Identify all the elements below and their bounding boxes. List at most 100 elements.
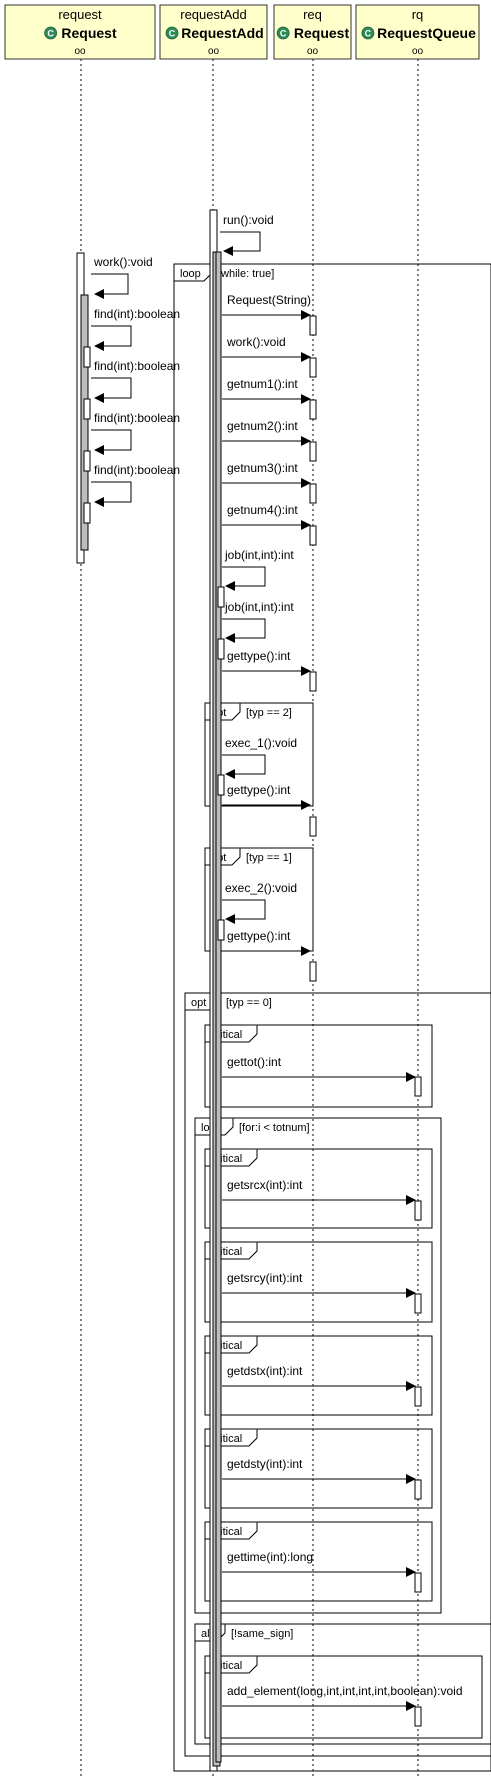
message-arrow: gettype():int bbox=[222, 783, 311, 810]
message-arrow: getsrcx(int):int bbox=[222, 1178, 416, 1205]
svg-text:C: C bbox=[169, 29, 176, 39]
fragment-guard: [for:i < totnum] bbox=[239, 1122, 310, 1134]
message-label: getdsty(int):int bbox=[227, 1457, 303, 1471]
fragment-guard: [!same_sign] bbox=[231, 1628, 293, 1640]
activation-bar bbox=[414, 1076, 422, 1097]
message-arrow: getdstx(int):int bbox=[222, 1364, 416, 1391]
fragments-layer: loop[while: true]opt[typ == 2]opt[typ ==… bbox=[173, 263, 491, 1772]
message-arrow: work():void bbox=[91, 255, 153, 299]
message-arrow: getsrcy(int):int bbox=[222, 1271, 416, 1298]
message-label: find(int):boolean bbox=[94, 463, 180, 477]
message-label: getsrcx(int):int bbox=[227, 1178, 303, 1192]
message-arrow: work():void bbox=[222, 335, 311, 362]
svg-text:C: C bbox=[47, 29, 54, 39]
message-label: find(int):boolean bbox=[94, 359, 180, 373]
activation-bar bbox=[309, 671, 317, 692]
activation-bar bbox=[309, 441, 317, 462]
activation-bar bbox=[217, 774, 225, 796]
lifeline-instance-name: rq bbox=[412, 7, 424, 22]
activation-bar bbox=[414, 1706, 422, 1727]
message-label: add_element(long,int,int,int,int,boolean… bbox=[227, 1684, 463, 1698]
lifeline-class-name: RequestQueue bbox=[377, 25, 476, 41]
message-label: gettime(int):long bbox=[227, 1550, 313, 1564]
message-arrow: exec_2():void bbox=[222, 881, 297, 924]
activation-bar bbox=[217, 638, 225, 660]
message-label: gettype():int bbox=[227, 929, 291, 943]
message-label: gettot():int bbox=[227, 1055, 282, 1069]
activation-bar bbox=[414, 1572, 422, 1593]
fragment-guard: [typ == 1] bbox=[246, 852, 292, 864]
message-arrow: run():void bbox=[220, 213, 274, 256]
message-label: getnum3():int bbox=[227, 461, 298, 475]
message-arrow: getnum3():int bbox=[222, 461, 311, 488]
message-arrow: gettype():int bbox=[222, 649, 311, 676]
message-arrow: find(int):boolean bbox=[91, 307, 180, 351]
lifeline-marker: oo bbox=[74, 46, 86, 57]
activation-bar bbox=[215, 251, 222, 1763]
fragment-operator: opt bbox=[191, 997, 206, 1009]
message-label: find(int):boolean bbox=[94, 411, 180, 425]
activation-bar bbox=[309, 399, 317, 420]
class-icon: C bbox=[165, 26, 179, 40]
message-label: gettype():int bbox=[227, 649, 291, 663]
lifeline-class-name: Request bbox=[294, 25, 350, 41]
activation-bar bbox=[217, 586, 225, 608]
svg-text:C: C bbox=[280, 29, 287, 39]
fragment-critical: critical bbox=[204, 1241, 433, 1323]
message-label: getnum4():int bbox=[227, 503, 298, 517]
lifeline-class-name: Request bbox=[61, 25, 117, 41]
activation-bar bbox=[414, 1479, 422, 1500]
message-label: exec_1():void bbox=[225, 736, 297, 750]
activation-bar bbox=[309, 315, 317, 336]
lifeline-marker: oo bbox=[208, 46, 220, 57]
activation-bar bbox=[217, 919, 225, 941]
message-arrow: find(int):boolean bbox=[91, 359, 180, 403]
activation-bar bbox=[309, 525, 317, 546]
message-label: job(int,int):int bbox=[224, 548, 294, 562]
message-arrow: add_element(long,int,int,int,int,boolean… bbox=[222, 1684, 463, 1711]
lifeline-marker: oo bbox=[412, 46, 424, 57]
message-arrow: exec_1():void bbox=[222, 736, 297, 779]
activation-bar bbox=[309, 483, 317, 504]
fragment-operator: alt bbox=[201, 1628, 213, 1640]
message-label: find(int):boolean bbox=[94, 307, 180, 321]
message-arrow: Request(String) bbox=[222, 293, 311, 320]
activation-bar bbox=[83, 346, 91, 368]
message-label: work():void bbox=[93, 255, 153, 269]
message-arrow: gettot():int bbox=[222, 1055, 416, 1082]
message-label: job(int,int):int bbox=[224, 600, 294, 614]
activations-layer bbox=[76, 209, 422, 1772]
activation-bar bbox=[83, 502, 91, 524]
class-icon: C bbox=[361, 26, 375, 40]
lifeline-instance-name: requestAdd bbox=[180, 7, 247, 22]
message-label: getsrcy(int):int bbox=[227, 1271, 303, 1285]
message-arrow: find(int):boolean bbox=[91, 411, 180, 455]
activation-bar bbox=[309, 961, 317, 982]
message-label: getnum1():int bbox=[227, 377, 298, 391]
fragment-guard: [typ == 2] bbox=[246, 707, 292, 719]
message-arrow: getdsty(int):int bbox=[222, 1457, 416, 1484]
activation-bar bbox=[414, 1293, 422, 1314]
activation-bar bbox=[414, 1386, 422, 1407]
class-icon: C bbox=[276, 26, 290, 40]
activation-bar bbox=[309, 816, 317, 837]
svg-text:C: C bbox=[365, 29, 372, 39]
lifeline-instance-name: request bbox=[58, 7, 102, 22]
lifeline-marker: oo bbox=[307, 46, 319, 57]
message-arrow: gettime(int):long bbox=[222, 1550, 416, 1577]
message-arrow: find(int):boolean bbox=[91, 463, 180, 507]
fragment-guard: [while: true] bbox=[218, 268, 274, 280]
message-arrow: job(int,int):int bbox=[222, 548, 294, 591]
message-arrow: getnum2():int bbox=[222, 419, 311, 446]
message-arrow: job(int,int):int bbox=[222, 600, 294, 643]
activation-bar bbox=[309, 357, 317, 378]
message-label: gettype():int bbox=[227, 783, 291, 797]
message-arrow: getnum1():int bbox=[222, 377, 311, 404]
lifeline-class-name: RequestAdd bbox=[181, 25, 263, 41]
message-label: exec_2():void bbox=[225, 881, 297, 895]
message-label: getdstx(int):int bbox=[227, 1364, 303, 1378]
